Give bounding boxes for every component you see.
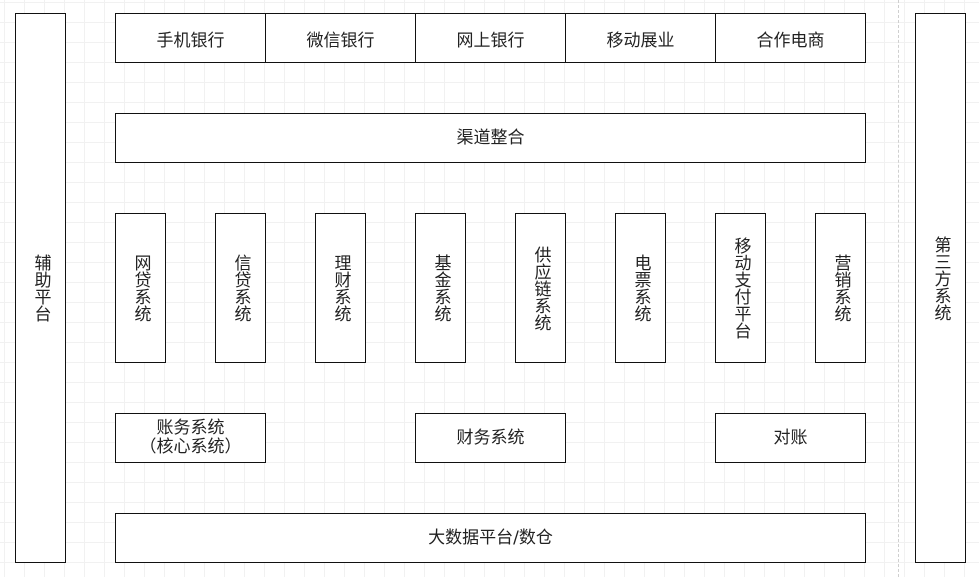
channel-integration-label: 渠道整合 xyxy=(456,128,525,148)
auxiliary-platform-box: 辅助平台 xyxy=(15,13,66,563)
accounting-label: 账务系统 xyxy=(156,418,225,438)
system-online-loan-label: 网贷系统 xyxy=(130,254,151,322)
system-marketing: 营销系统 xyxy=(815,213,866,363)
system-fund-label: 基金系统 xyxy=(430,254,451,322)
system-e-bill: 电票系统 xyxy=(615,213,666,363)
reconciliation-box: 对账 xyxy=(715,413,866,463)
channel-online-banking: 网上银行 xyxy=(415,13,565,63)
system-marketing-label: 营销系统 xyxy=(830,254,851,322)
third-party-systems-box: 第三方系统 xyxy=(915,13,966,563)
channel-partner-ecommerce: 合作电商 xyxy=(715,13,866,63)
system-credit-label: 信贷系统 xyxy=(230,254,251,322)
finance-system-label: 财务系统 xyxy=(456,428,525,448)
accounting-core-box: 账务系统 （核心系统） xyxy=(115,413,266,463)
system-wealth-label: 理财系统 xyxy=(330,254,351,322)
channel-integration-box: 渠道整合 xyxy=(115,113,866,163)
system-mobile-payment-label: 移动支付平台 xyxy=(730,237,751,339)
reconciliation-label: 对账 xyxy=(773,428,808,448)
bigdata-platform-box: 大数据平台/数仓 xyxy=(115,513,866,563)
core-system-label: （核心系统） xyxy=(139,437,242,457)
system-online-loan: 网贷系统 xyxy=(115,213,166,363)
dashed-guide-line xyxy=(898,0,899,577)
auxiliary-platform-label: 辅助平台 xyxy=(30,254,51,322)
system-credit: 信贷系统 xyxy=(215,213,266,363)
finance-system-box: 财务系统 xyxy=(415,413,566,463)
system-wealth: 理财系统 xyxy=(315,213,366,363)
system-supply-chain: 供应链系统 xyxy=(515,213,566,363)
channel-mobile-business: 移动展业 xyxy=(565,13,715,63)
system-supply-chain-label: 供应链系统 xyxy=(530,245,551,331)
system-e-bill-label: 电票系统 xyxy=(630,254,651,322)
channel-row: 手机银行 微信银行 网上银行 移动展业 合作电商 xyxy=(115,13,866,63)
channel-wechat-banking: 微信银行 xyxy=(265,13,415,63)
system-fund: 基金系统 xyxy=(415,213,466,363)
channel-mobile-banking: 手机银行 xyxy=(115,13,265,63)
bigdata-platform-label: 大数据平台/数仓 xyxy=(428,528,553,548)
system-mobile-payment: 移动支付平台 xyxy=(715,213,766,363)
third-party-systems-label: 第三方系统 xyxy=(930,236,951,321)
